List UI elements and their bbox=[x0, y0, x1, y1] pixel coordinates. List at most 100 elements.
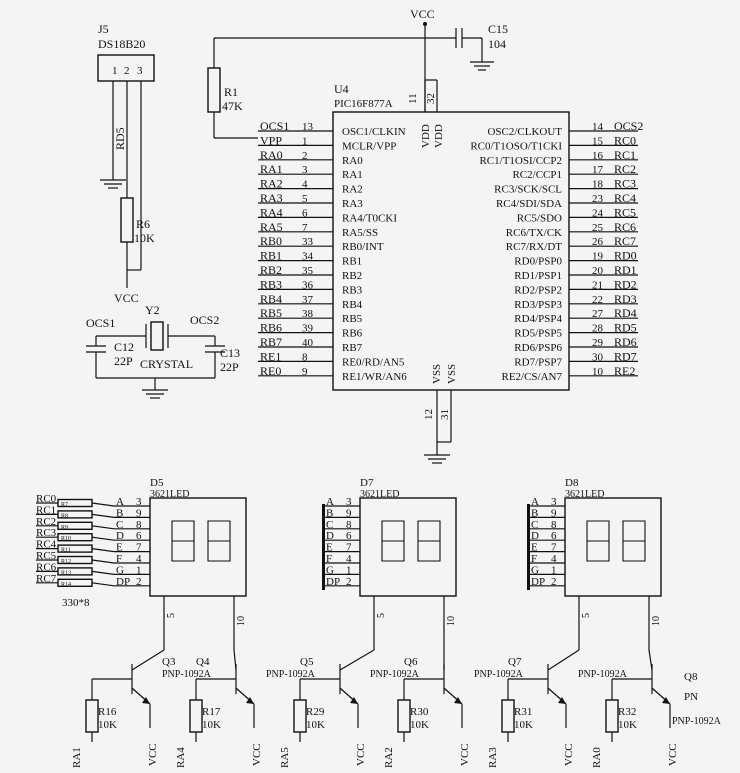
u4-right-net-label: RD0 bbox=[614, 249, 637, 263]
u4-pin-num-31: 31 bbox=[439, 409, 451, 420]
u4-right-net-label: RD6 bbox=[614, 335, 637, 349]
u4-left-net-label: RB1 bbox=[260, 249, 282, 263]
base-resistor bbox=[501, 699, 515, 733]
u4-right-pin-number: 20 bbox=[592, 265, 604, 277]
segment-letter: G bbox=[531, 564, 539, 576]
u4-left-pin-name: RA2 bbox=[342, 184, 363, 196]
u4-left-pin-number: 1 bbox=[302, 135, 308, 147]
u4-right-pin-name: RC3/SCK/SCL bbox=[494, 184, 562, 196]
u4-right-pin-name: RD1/PSP1 bbox=[514, 270, 562, 282]
u4-right-net-label: RC3 bbox=[614, 177, 636, 191]
crystal-circuit: OCS1 OCS2 Y2 C12 22P C13 22P CRYSTAL bbox=[86, 303, 240, 399]
segment-pin-number: 1 bbox=[346, 564, 352, 576]
segment-resistor-value: 330*8 bbox=[62, 597, 90, 609]
y2-part: CRYSTAL bbox=[140, 357, 193, 371]
segment-letter: F bbox=[531, 553, 537, 565]
common-pin-number: 5 bbox=[166, 613, 177, 618]
u4-right-pin-number: 24 bbox=[592, 207, 604, 219]
segment-letter: C bbox=[116, 519, 123, 531]
segment-pin-number: 9 bbox=[551, 507, 557, 519]
u4-right-pin-number: 21 bbox=[592, 279, 603, 291]
segment-net-label: RC1 bbox=[36, 504, 56, 516]
u4-left-pin-number: 37 bbox=[302, 294, 314, 306]
segment-resistor-ref: R11 bbox=[61, 548, 71, 554]
u4-left-net-label: RA5 bbox=[260, 220, 283, 234]
transistor-part: PNP-1092A bbox=[266, 669, 316, 680]
r1-resistor: R1 47K bbox=[207, 37, 425, 139]
u4-left-net-label: RA1 bbox=[260, 162, 283, 176]
display-body bbox=[149, 497, 247, 597]
u4-left-pin-number: 4 bbox=[302, 179, 308, 191]
rd5-net-label: RD5 bbox=[113, 127, 127, 150]
transistor-part: PNP-1092A bbox=[672, 716, 722, 727]
u4-part: PIC16F877A bbox=[334, 98, 393, 110]
c13-value: 22P bbox=[220, 360, 239, 374]
y2-ref: Y2 bbox=[145, 303, 160, 317]
base-resistor-ref: R17 bbox=[202, 706, 221, 718]
u4-left-pin-name: OSC1/CLKIN bbox=[342, 126, 406, 138]
r6-value: 10K bbox=[134, 231, 155, 245]
u4-left-pin-name: RA1 bbox=[342, 169, 363, 181]
base-resistor-value: 10K bbox=[202, 719, 221, 731]
u4-vss-label-1: VSS bbox=[431, 364, 443, 384]
u4-vdd-label-1: VDD bbox=[420, 124, 432, 148]
segment-net-label: RC0 bbox=[36, 493, 57, 505]
segment-letter: E bbox=[116, 542, 123, 554]
segment-letter: B bbox=[531, 507, 538, 519]
segment-pin-number: 2 bbox=[346, 576, 352, 588]
display-body bbox=[359, 497, 457, 597]
base-resistor bbox=[397, 699, 411, 733]
segment-pin-number: 7 bbox=[346, 542, 352, 554]
u4-left-pin-number: 6 bbox=[302, 207, 308, 219]
u4-right-pin-number: 19 bbox=[592, 251, 604, 263]
j5-part: DS18B20 bbox=[98, 37, 145, 51]
driver-net-label: RA0 bbox=[591, 747, 603, 768]
segment-net-label: RC5 bbox=[36, 550, 57, 562]
u4-left-pin-name: RE1/WR/AN6 bbox=[342, 371, 407, 383]
vcc-r6-label: VCC bbox=[114, 291, 139, 305]
u4-left-pin-number: 3 bbox=[302, 164, 308, 176]
u4-left-pin-name: RE0/RD/AN5 bbox=[342, 356, 405, 368]
segment-letter: A bbox=[116, 496, 124, 508]
segment-pin-number: 2 bbox=[551, 576, 557, 588]
c12-ref: C12 bbox=[114, 340, 134, 354]
u4-right-pin-name: RC6/TX/CK bbox=[506, 227, 562, 239]
base-resistor-value: 10K bbox=[98, 719, 117, 731]
segment-letter: B bbox=[326, 507, 333, 519]
c12-value: 22P bbox=[114, 354, 133, 368]
segment-letter: G bbox=[326, 564, 334, 576]
u4-right-net-label: RC1 bbox=[614, 148, 636, 162]
segment-bus bbox=[322, 504, 325, 590]
u4-left-net-label: RB3 bbox=[260, 277, 282, 291]
display-part: 3621LED bbox=[150, 489, 189, 500]
c15-capacitor: C15 104 bbox=[425, 22, 508, 71]
u4-right-pin-name: RD4/PSP4 bbox=[514, 313, 562, 325]
u4-left-pin-name: MCLR/VPP bbox=[342, 140, 396, 152]
u4-left-pin-number: 9 bbox=[302, 366, 308, 378]
r1-ref: R1 bbox=[224, 85, 238, 99]
driver-vcc-label: VCC bbox=[667, 743, 679, 766]
driver-net-label: RA5 bbox=[279, 747, 291, 768]
u4-right-pin-name: OSC2/CLKOUT bbox=[487, 126, 562, 138]
vcc-top-label: VCC bbox=[410, 7, 435, 21]
driver-net-label: RA4 bbox=[175, 747, 187, 768]
segment-resistor-ref: R7 bbox=[61, 502, 68, 508]
u4-right-net-label: RC0 bbox=[614, 133, 636, 147]
display-part: 3621LED bbox=[565, 489, 604, 500]
transistor-part: PNP-1092A bbox=[578, 669, 628, 680]
segment-resistor-ref: R13 bbox=[61, 570, 71, 576]
base-resistor bbox=[293, 699, 307, 733]
